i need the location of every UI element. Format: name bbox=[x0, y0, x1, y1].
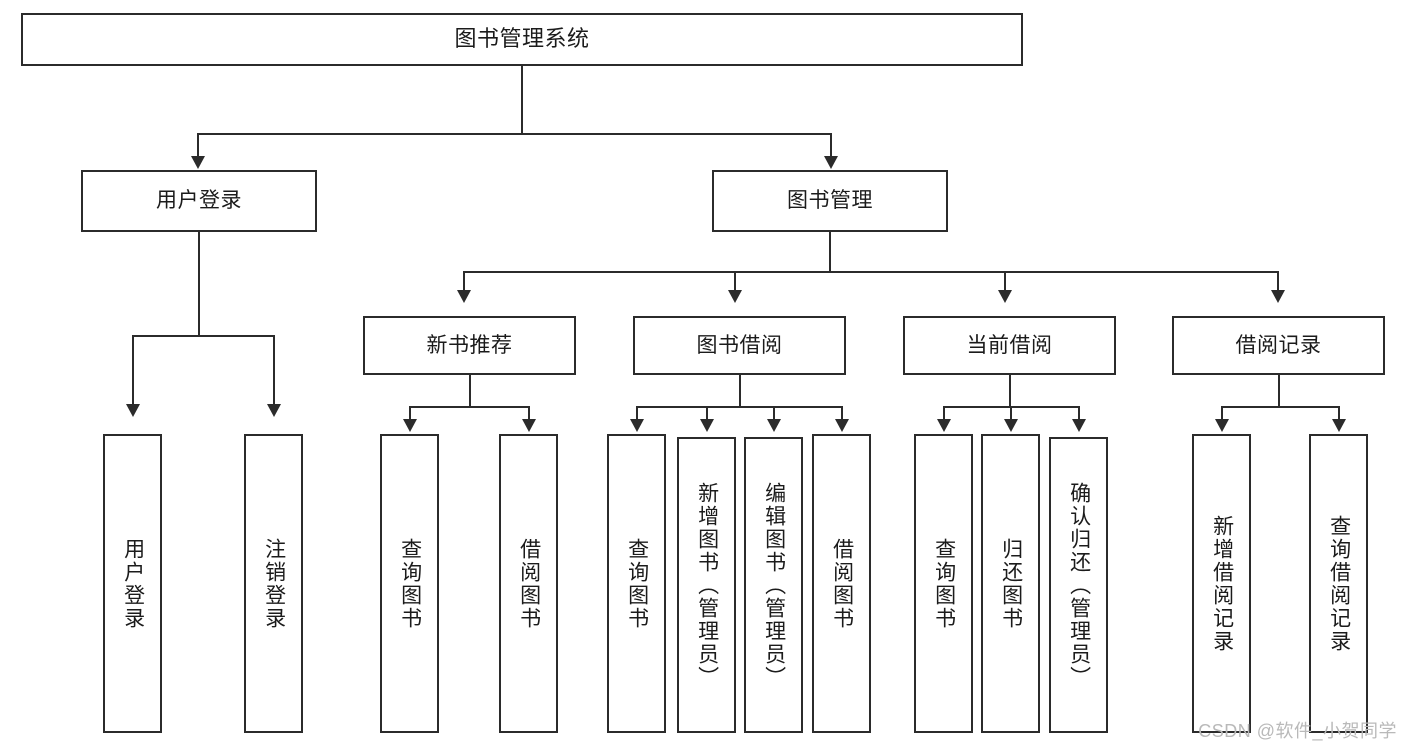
arrowhead-leaf-borrow-book-1 bbox=[522, 419, 536, 432]
connector-br-drop-1 bbox=[1221, 406, 1223, 420]
arrowhead-user-login bbox=[191, 156, 205, 169]
arrowhead-leaf-query-book-3 bbox=[937, 419, 951, 432]
node-leaf-borrow-book-2[interactable]: 借阅图书 bbox=[812, 434, 871, 733]
connector-cb-drop-3 bbox=[1078, 406, 1080, 420]
arrowhead-borrow-record bbox=[1271, 290, 1285, 303]
node-label: 图书管理系统 bbox=[454, 26, 590, 52]
node-leaf-user-login[interactable]: 用户登录 bbox=[103, 434, 162, 733]
arrowhead-current-borrow bbox=[998, 290, 1012, 303]
connector-book-manage-bus bbox=[464, 271, 1278, 273]
arrowhead-leaf-user-logout bbox=[267, 404, 281, 417]
connector-bb-drop-1 bbox=[636, 406, 638, 420]
arrowhead-new-book-recommend bbox=[457, 290, 471, 303]
arrowhead-leaf-query-record bbox=[1332, 419, 1346, 432]
node-label: 新增图书（管理员） bbox=[695, 481, 719, 689]
node-label: 归还图书 bbox=[999, 537, 1023, 630]
arrowhead-book-manage bbox=[824, 156, 838, 169]
arrowhead-leaf-query-book-1 bbox=[403, 419, 417, 432]
connector-nbr-drop-2 bbox=[528, 406, 530, 420]
node-leaf-add-record[interactable]: 新增借阅记录 bbox=[1192, 434, 1251, 733]
connector-nbr-stem bbox=[469, 375, 471, 407]
connector-root-bus bbox=[198, 133, 832, 135]
connector-root-stem bbox=[521, 66, 523, 134]
node-leaf-borrow-book-1[interactable]: 借阅图书 bbox=[499, 434, 558, 733]
node-leaf-add-book[interactable]: 新增图书（管理员） bbox=[677, 437, 736, 733]
node-leaf-query-book-1[interactable]: 查询图书 bbox=[380, 434, 439, 733]
node-label: 借阅记录 bbox=[1235, 333, 1322, 357]
watermark-text: CSDN @软件_小贺同学 bbox=[1198, 721, 1397, 741]
node-label: 注销登录 bbox=[262, 537, 286, 630]
connector-br-drop-2 bbox=[1338, 406, 1340, 420]
node-new-book-recommend[interactable]: 新书推荐 bbox=[363, 316, 576, 375]
arrowhead-leaf-edit-book bbox=[767, 419, 781, 432]
node-leaf-edit-book[interactable]: 编辑图书（管理员） bbox=[744, 437, 803, 733]
node-root-system[interactable]: 图书管理系统 bbox=[21, 13, 1023, 66]
node-label: 用户登录 bbox=[121, 537, 145, 630]
node-leaf-query-record[interactable]: 查询借阅记录 bbox=[1309, 434, 1368, 733]
connector-user-login-drop-2 bbox=[273, 335, 275, 405]
connector-to-user-login bbox=[197, 133, 199, 157]
node-label: 确认归还（管理员） bbox=[1067, 481, 1091, 689]
node-label: 查询图书 bbox=[625, 537, 649, 630]
connector-br-bus bbox=[1222, 406, 1339, 408]
node-label: 用户登录 bbox=[156, 189, 242, 213]
node-label: 查询借阅记录 bbox=[1327, 514, 1351, 653]
connector-bb-stem bbox=[739, 375, 741, 407]
arrowhead-book-borrow bbox=[728, 290, 742, 303]
connector-user-login-drop-1 bbox=[132, 335, 134, 405]
node-label: 新书推荐 bbox=[426, 333, 513, 357]
node-label: 查询图书 bbox=[932, 537, 956, 630]
arrowhead-leaf-return-book bbox=[1004, 419, 1018, 432]
node-user-login[interactable]: 用户登录 bbox=[81, 170, 317, 232]
connector-bm-drop-2 bbox=[734, 271, 736, 291]
arrowhead-leaf-query-book-2 bbox=[630, 419, 644, 432]
connector-bb-drop-4 bbox=[841, 406, 843, 420]
arrowhead-leaf-confirm-return bbox=[1072, 419, 1086, 432]
node-leaf-query-book-2[interactable]: 查询图书 bbox=[607, 434, 666, 733]
node-book-manage[interactable]: 图书管理 bbox=[712, 170, 948, 232]
arrowhead-leaf-borrow-book-2 bbox=[835, 419, 849, 432]
arrowhead-leaf-add-record bbox=[1215, 419, 1229, 432]
connector-cb-drop-1 bbox=[943, 406, 945, 420]
connector-to-book-manage bbox=[830, 133, 832, 157]
node-current-borrow[interactable]: 当前借阅 bbox=[903, 316, 1116, 375]
connector-bm-drop-4 bbox=[1277, 271, 1279, 291]
node-label: 当前借阅 bbox=[966, 333, 1053, 357]
connector-bm-drop-3 bbox=[1004, 271, 1006, 291]
node-borrow-record[interactable]: 借阅记录 bbox=[1172, 316, 1385, 375]
node-label: 编辑图书（管理员） bbox=[762, 481, 786, 689]
node-label: 查询图书 bbox=[398, 537, 422, 630]
node-book-borrow[interactable]: 图书借阅 bbox=[633, 316, 846, 375]
node-leaf-confirm-return[interactable]: 确认归还（管理员） bbox=[1049, 437, 1108, 733]
node-leaf-query-book-3[interactable]: 查询图书 bbox=[914, 434, 973, 733]
connector-book-manage-stem bbox=[829, 232, 831, 272]
node-label: 借阅图书 bbox=[517, 537, 541, 630]
connector-nbr-drop-1 bbox=[409, 406, 411, 420]
node-label: 图书管理 bbox=[787, 189, 873, 213]
connector-bb-bus bbox=[637, 406, 843, 408]
connector-bb-drop-2 bbox=[706, 406, 708, 420]
node-leaf-return-book[interactable]: 归还图书 bbox=[981, 434, 1040, 733]
connector-user-login-bus bbox=[133, 335, 275, 337]
connector-br-stem bbox=[1278, 375, 1280, 407]
node-label: 新增借阅记录 bbox=[1210, 514, 1234, 653]
node-label: 图书借阅 bbox=[696, 333, 783, 357]
arrowhead-leaf-add-book bbox=[700, 419, 714, 432]
node-leaf-user-logout[interactable]: 注销登录 bbox=[244, 434, 303, 733]
connector-cb-stem bbox=[1009, 375, 1011, 407]
connector-user-login-stem bbox=[198, 232, 200, 336]
node-label: 借阅图书 bbox=[830, 537, 854, 630]
connector-bb-drop-3 bbox=[773, 406, 775, 420]
arrowhead-leaf-user-login bbox=[126, 404, 140, 417]
connector-nbr-bus bbox=[410, 406, 529, 408]
connector-bm-drop-1 bbox=[463, 271, 465, 291]
connector-cb-drop-2 bbox=[1010, 406, 1012, 420]
